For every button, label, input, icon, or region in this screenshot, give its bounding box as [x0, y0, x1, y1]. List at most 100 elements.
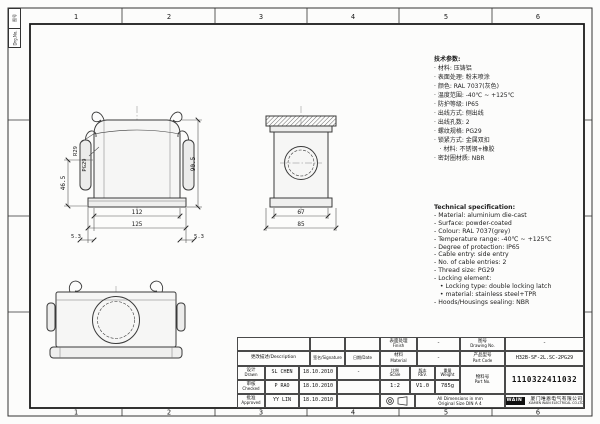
view-side-dimensions	[263, 208, 339, 231]
spec-cn-line: · 防护等级: IP65	[434, 101, 479, 108]
spec-en-line: - Locking element:	[434, 275, 492, 283]
finish-label-en: Finish	[392, 343, 405, 349]
company-cell: WAIN 厦门唯恩电气有限公司 XIAMEN WAIN ELECTRICAL C…	[505, 394, 584, 408]
drawing-no-label-en: Drawing No.	[470, 343, 495, 349]
revision-blank-description	[237, 337, 310, 351]
company-name-en: XIAMEN WAIN ELECTRICAL CO.LTD	[528, 400, 584, 405]
company-name-cn: 厦门唯恩电气有限公司	[530, 396, 583, 402]
grid-ticks	[8, 8, 592, 416]
projection-symbol-icon	[385, 396, 411, 406]
spec-cn-title: 技术参数:	[434, 56, 461, 63]
spec-en-line: - Thread size: PG29	[434, 267, 495, 275]
spec-en-title: Technical specification:	[434, 204, 516, 211]
spec-en-line: - Hoods/Housings sealing: NBR	[434, 298, 530, 306]
role-approved-en: Approved	[241, 400, 261, 406]
part-no-label-en: Part No.	[474, 379, 491, 385]
corner-cell-en: Drg.No.	[9, 27, 20, 48]
rev-value: V1.0	[410, 380, 435, 394]
revision-header-date: 日期/Date	[345, 351, 380, 366]
spec-en-line: - Degree of protection: IP65	[434, 243, 520, 251]
drawing-no-label-cn: 图号	[477, 338, 487, 344]
spec-cn-line: · 出线孔数: 2	[434, 119, 470, 126]
grid-numbers-bottom: 1 2 3 4 5 6	[74, 409, 540, 417]
material-label-cn: 材料	[394, 353, 403, 359]
spec-block-chinese: 技术参数: · 材料: 压铸铝 · 表面处理: 粉末喷涂 · 颜色: RAL 7…	[434, 55, 586, 163]
corner-label-en: Drg.No.	[12, 30, 17, 46]
grid-col-label: 1	[74, 13, 78, 21]
approved-name: YY LIN	[265, 394, 299, 408]
spec-en-line: • Locking type: double locking latch	[434, 283, 552, 291]
dimensions-note-cell: All Dimensions in mm Original Size DIN A…	[415, 394, 505, 408]
role-checked-cn: 审核	[246, 381, 256, 387]
spec-cn-line: · 材料: 不锈钢+橡胶	[434, 146, 495, 153]
grid-col-label: 4	[351, 13, 355, 21]
spec-cn-line: · 材料: 压铸铝	[434, 65, 472, 72]
dim-front-height-lower: 46.5	[60, 175, 67, 190]
spec-en-line: - Colour: RAL 7037(grey)	[434, 227, 511, 235]
grid-col-label: 5	[444, 409, 448, 417]
title-block: 更改描述/Description 签名/Signature 日期/Date 设计…	[237, 337, 584, 408]
checked-date: 18.10.2010	[299, 380, 337, 394]
grid-col-label: 5	[444, 13, 448, 21]
rev-label-cn: 版本	[418, 367, 427, 373]
revision-header-description: 更改描述/Description	[237, 351, 310, 366]
corner-cell-cn: 图号	[9, 9, 20, 28]
dim-front-height-total: 90.5	[190, 156, 197, 171]
part-code-label-en: Part Code	[472, 357, 493, 363]
margin-corner-box: 图号 Drg.No.	[8, 8, 21, 48]
dim-side-outer-width: 85	[297, 221, 305, 228]
view-front-dim-texts: 112 125 5.3 5.3 90.5 46.5 R29 PG29	[60, 146, 204, 240]
material-value: -	[417, 351, 460, 366]
approved-date: 18.10.2010	[299, 394, 337, 408]
drawing-no-value: -	[505, 337, 584, 351]
role-checked-en: Checked	[242, 386, 260, 392]
spec-cn-line: · 表面处理: 粉末喷涂	[434, 74, 490, 81]
revision-header-signature: 签名/Signature	[310, 351, 345, 366]
drawn-name: SL CHEN	[265, 366, 299, 380]
label-radius-r29: R29	[73, 146, 79, 156]
spec-en-line: - No. of cable entries: 2	[434, 259, 507, 267]
view-lower	[46, 280, 186, 359]
checked-extra	[337, 380, 380, 394]
note-dimensions-mm: All Dimensions in mm	[437, 395, 483, 401]
finish-label-cn: 表面处理	[389, 338, 408, 344]
role-drawn-en: Drawn	[244, 372, 258, 378]
spec-en-line: • material: stainless steel+TPR	[434, 290, 537, 298]
role-approved-cn: 批准	[246, 395, 256, 401]
note-original-size: Original Size DIN A 4	[438, 401, 482, 406]
drawn-date: 18.10.2010	[299, 366, 337, 380]
role-drawn-cn: 设计	[246, 367, 256, 373]
grid-numbers-top: 1 2 3 4 5 6	[74, 13, 540, 21]
weight-label-en: Weight	[440, 372, 455, 377]
view-side-dim-texts: 67 85	[297, 209, 305, 228]
wain-logo: WAIN	[506, 396, 526, 406]
grid-col-label: 3	[259, 409, 263, 417]
view-front-dimensions	[64, 117, 202, 243]
dim-front-lip-right: 5.3	[194, 234, 204, 240]
dim-side-inner-width: 67	[297, 209, 305, 216]
dim-front-outer-width: 125	[132, 221, 143, 228]
dim-front-inner-width: 112	[132, 209, 143, 216]
scale-label-cn: 比例	[390, 367, 399, 373]
approved-extra	[337, 394, 380, 408]
spec-en-line: - Temperature range: -40℃ ~ +125℃	[434, 235, 552, 243]
corner-label-cn: 图号	[11, 14, 17, 23]
weight-label-cn: 重量	[443, 367, 452, 373]
part-no-label-cn: 物料号	[475, 374, 490, 380]
view-front	[79, 106, 195, 213]
grid-col-label: 2	[167, 13, 171, 21]
drawn-extra: -	[337, 366, 380, 380]
spec-en-line: - Cable entry: side entry	[434, 251, 509, 259]
